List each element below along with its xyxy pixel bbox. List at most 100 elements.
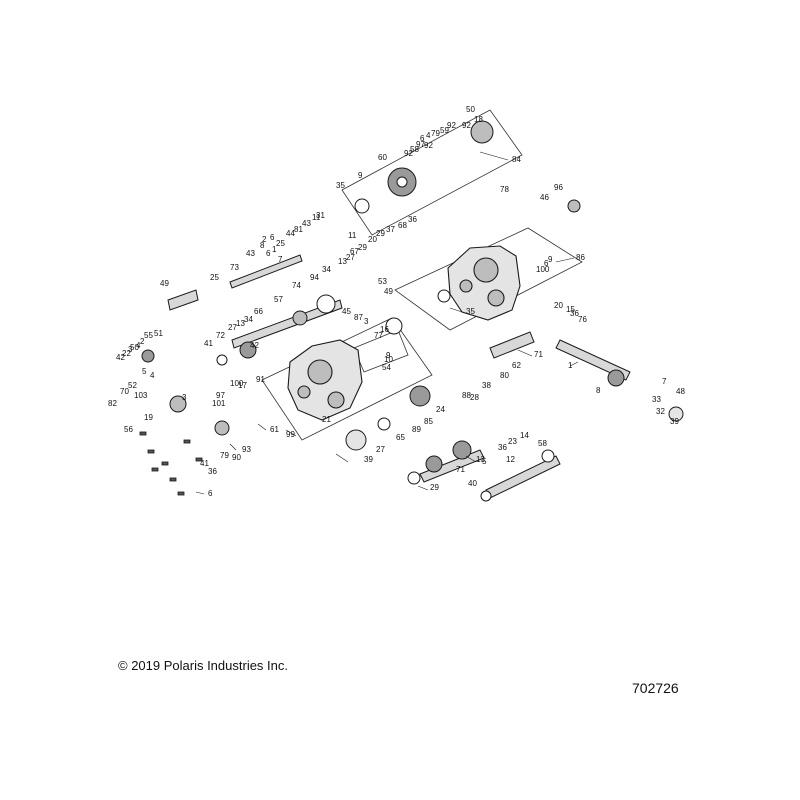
callout-99: 99 <box>286 430 295 439</box>
callout-44: 44 <box>286 229 295 238</box>
housing-lower-bore-1 <box>307 359 333 385</box>
callout-37: 37 <box>386 225 395 234</box>
callout-96: 96 <box>554 183 563 192</box>
callout-60: 60 <box>378 153 387 162</box>
callout-100: 100 <box>536 265 550 274</box>
callout-53: 53 <box>378 277 387 286</box>
housing-upper-bore-2 <box>487 289 505 307</box>
callout-18: 18 <box>474 115 483 124</box>
bearing-35-top <box>354 198 370 214</box>
callout-74: 74 <box>292 281 301 290</box>
callout-49: 49 <box>160 279 169 288</box>
callout-89: 89 <box>412 425 421 434</box>
callout-77: 77 <box>374 331 383 340</box>
diagram-number: 702726 <box>632 680 679 696</box>
callout-92: 92 <box>404 149 413 158</box>
callout-94: 94 <box>310 273 319 282</box>
callout-55: 55 <box>144 331 153 340</box>
callout-36: 36 <box>498 443 507 452</box>
callout-103: 103 <box>134 391 148 400</box>
bolt-group-left-5 <box>151 467 159 472</box>
callout-32: 32 <box>656 407 665 416</box>
callout-80: 80 <box>500 371 509 380</box>
callout-78: 78 <box>500 185 509 194</box>
callout-39: 39 <box>364 455 373 464</box>
gear-69 <box>409 385 431 407</box>
callout-2: 2 <box>262 235 267 244</box>
leader-86 <box>555 257 575 263</box>
housing-lower-bore-3 <box>297 385 311 399</box>
callout-25: 25 <box>210 273 219 282</box>
bearing-40 <box>541 449 555 463</box>
part-91 <box>169 395 187 413</box>
callout-23: 23 <box>508 437 517 446</box>
callout-58: 58 <box>538 439 547 448</box>
leader-62 <box>569 361 579 367</box>
group-box-85 <box>261 317 433 441</box>
bolt-group-left-8 <box>139 431 147 436</box>
callout-5: 5 <box>482 457 487 466</box>
callout-10: 10 <box>384 355 393 364</box>
callout-92: 92 <box>447 121 456 130</box>
callout-56: 56 <box>124 425 133 434</box>
callout-82: 82 <box>108 399 117 408</box>
bearing-36-b <box>407 471 421 485</box>
callout-51: 51 <box>154 329 163 338</box>
callout-13: 13 <box>236 319 245 328</box>
shaft-49 <box>167 289 199 311</box>
callout-13: 13 <box>338 257 347 266</box>
callout-41: 41 <box>204 339 213 348</box>
gear-71 <box>452 440 472 460</box>
callout-28: 28 <box>470 393 479 402</box>
callout-79: 79 <box>220 451 229 460</box>
callout-19: 19 <box>144 413 153 422</box>
callout-27: 27 <box>346 253 355 262</box>
callout-81: 81 <box>294 225 303 234</box>
callout-29: 29 <box>430 483 439 492</box>
callout-33: 33 <box>652 395 661 404</box>
gear-41-left <box>216 354 228 366</box>
callout-101: 101 <box>212 399 226 408</box>
callout-76: 76 <box>578 315 587 324</box>
callout-20: 20 <box>554 301 563 310</box>
callout-3: 3 <box>128 345 133 354</box>
callout-8: 8 <box>260 241 265 250</box>
callout-46: 46 <box>540 193 549 202</box>
callout-71: 71 <box>456 465 465 474</box>
callout-11: 11 <box>348 231 357 240</box>
callout-97: 97 <box>216 391 225 400</box>
callout-21: 21 <box>322 415 331 424</box>
callout-38: 38 <box>482 381 491 390</box>
bolt-group-left-3 <box>169 477 177 482</box>
callout-34: 34 <box>322 265 331 274</box>
callout-70: 70 <box>120 387 129 396</box>
callout-8: 8 <box>596 386 601 395</box>
callout-40: 40 <box>468 479 477 488</box>
group-box-84 <box>341 109 523 236</box>
gear-74 <box>316 294 336 314</box>
callout-41: 41 <box>200 459 209 468</box>
callout-66: 66 <box>254 307 263 316</box>
callout-62: 62 <box>512 361 521 370</box>
bolt-group-left-7 <box>195 457 203 462</box>
callout-42: 42 <box>250 341 259 350</box>
callout-6: 6 <box>266 249 271 258</box>
callout-36: 36 <box>570 309 579 318</box>
shaft-upper <box>229 254 303 289</box>
leader-80 <box>517 349 533 357</box>
callout-7: 7 <box>662 377 667 386</box>
leader-4 <box>195 491 205 495</box>
leader-79 <box>229 443 237 451</box>
callout-50: 50 <box>130 343 139 352</box>
callout-17: 17 <box>238 381 247 390</box>
callout-24: 24 <box>436 405 445 414</box>
callout-87: 87 <box>354 313 363 322</box>
callout-36: 36 <box>408 215 417 224</box>
callout-100: 100 <box>230 379 244 388</box>
callout-68: 68 <box>398 221 407 230</box>
callout-43: 43 <box>302 219 311 228</box>
callout-86: 86 <box>576 253 585 262</box>
housing-upper-bore-3 <box>459 279 473 293</box>
gear-72 <box>239 341 257 359</box>
